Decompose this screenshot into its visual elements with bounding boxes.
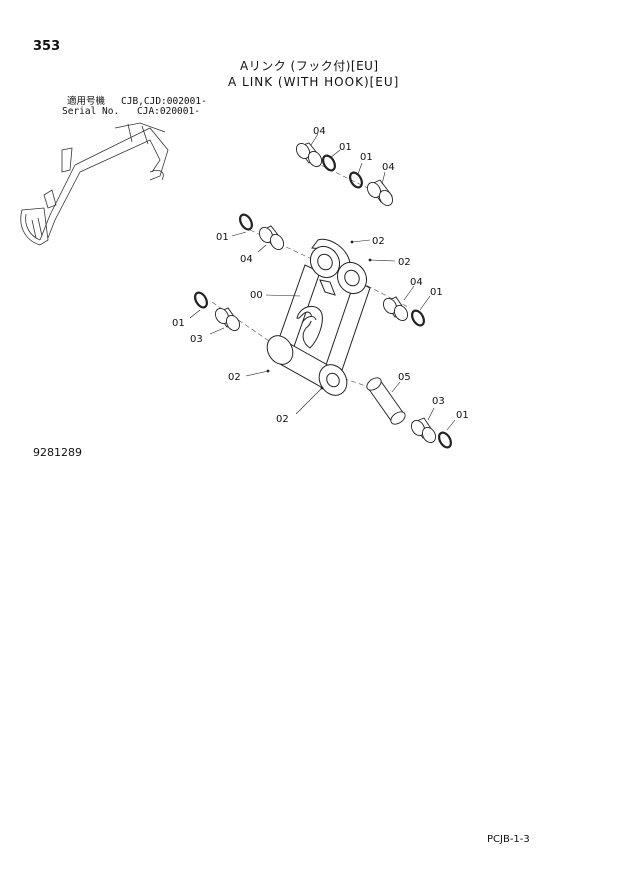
callout-02: 02 <box>228 372 241 383</box>
callout-01: 01 <box>172 318 185 329</box>
a-link-body-part-00 <box>266 238 371 396</box>
leader-lines <box>189 133 456 431</box>
leader-dots <box>266 240 372 390</box>
figure-number: 9281289 <box>33 446 82 459</box>
callout-04: 04 <box>382 162 395 173</box>
bushing-part-03-left <box>214 307 241 331</box>
callout-01: 01 <box>360 152 373 163</box>
serial-range-2: CJA:020001- <box>137 106 200 117</box>
bushing-part-04-right <box>366 179 394 206</box>
pin-part-05 <box>366 377 406 425</box>
callout-04: 04 <box>410 277 423 288</box>
snap-ring-part-01-left-lower <box>194 291 208 309</box>
callout-05: 05 <box>398 372 411 383</box>
serial-range-1: CJB,CJD:002001- <box>121 96 207 107</box>
callout-03: 03 <box>432 396 445 407</box>
bushing-part-04-top <box>295 142 323 167</box>
serial-label-english: Serial No. <box>62 106 120 117</box>
snap-ring-part-01-top <box>322 154 363 189</box>
serial-label-japanese: 適用号機 <box>67 96 106 107</box>
callout-01: 01 <box>430 287 443 298</box>
bushing-part-04-left <box>258 225 285 250</box>
callout-03: 03 <box>190 334 203 345</box>
snap-ring-part-01-bottom <box>438 431 452 449</box>
callout-01: 01 <box>216 232 229 243</box>
callout-00: 00 <box>250 290 263 301</box>
hook-icon <box>296 306 323 349</box>
page-number: 353 <box>33 39 61 54</box>
bushing-part-03-bottom <box>410 417 437 443</box>
callout-02: 02 <box>398 257 411 268</box>
callout-02: 02 <box>276 414 289 425</box>
snap-ring-part-01-middle-right <box>411 309 425 327</box>
page-title-english: A LINK (WITH HOOK)[EU] <box>228 75 400 89</box>
callout-02: 02 <box>372 236 385 247</box>
excavator-keymap-icon <box>20 122 169 246</box>
callout-01: 01 <box>339 142 352 153</box>
snap-ring-part-01-left-upper <box>239 213 253 231</box>
part-callouts: 04 01 01 04 02 01 04 02 00 04 01 01 03 0… <box>172 126 469 425</box>
bushing-part-04-middle-right <box>382 296 409 321</box>
page-title-japanese: Aリンク (フック付)[EU] <box>240 59 379 73</box>
callout-04: 04 <box>240 254 253 265</box>
page-code: PCJB-1-3 <box>487 834 530 845</box>
callout-01: 01 <box>456 410 469 421</box>
callout-04: 04 <box>313 126 326 137</box>
